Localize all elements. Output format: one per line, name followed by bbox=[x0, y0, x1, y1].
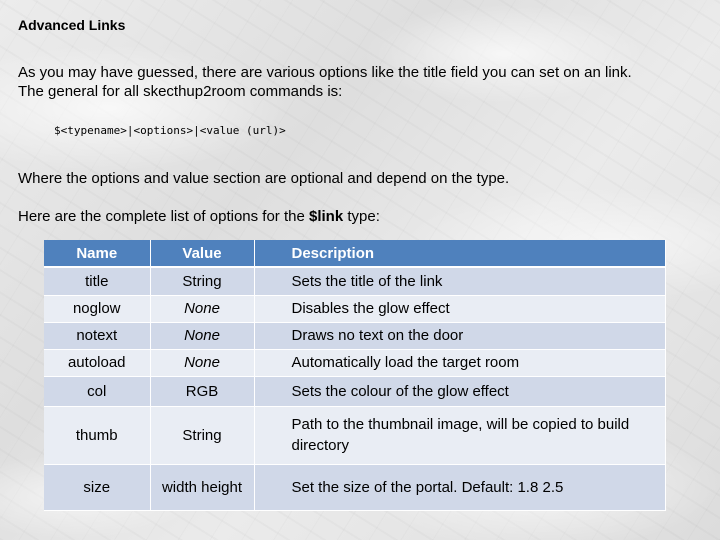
option-value: String bbox=[150, 406, 255, 465]
header-value: Value bbox=[150, 240, 255, 268]
intro-line-2: The general for all skecthup2room comman… bbox=[18, 83, 343, 100]
table-row: thumb String Path to the thumbnail image… bbox=[44, 406, 666, 465]
option-description: Draws no text on the door bbox=[254, 322, 666, 350]
option-value: width height bbox=[150, 464, 255, 511]
option-description: Path to the thumbnail image, will be cop… bbox=[254, 406, 666, 465]
option-description: Set the size of the portal. Default: 1.8… bbox=[254, 464, 666, 511]
option-value: None bbox=[150, 349, 255, 377]
table-row: title String Sets the title of the link bbox=[44, 267, 666, 296]
option-name: col bbox=[44, 376, 151, 407]
list-intro-suffix: type: bbox=[343, 208, 380, 225]
table-row: notext None Draws no text on the door bbox=[44, 322, 666, 350]
header-description: Description bbox=[254, 240, 666, 268]
command-syntax: $<typename>|<options>|<value (url)> bbox=[54, 124, 286, 137]
list-intro-prefix: Here are the complete list of options fo… bbox=[18, 208, 309, 225]
table-header-row: Name Value Description bbox=[44, 240, 666, 268]
option-description: Sets the title of the link bbox=[254, 267, 666, 296]
table-row: size width height Set the size of the po… bbox=[44, 464, 666, 511]
option-description: Disables the glow effect bbox=[254, 295, 666, 323]
list-intro-keyword: $link bbox=[308, 208, 344, 225]
table-row: noglow None Disables the glow effect bbox=[44, 295, 666, 323]
option-name: noglow bbox=[44, 295, 151, 323]
option-value: RGB bbox=[150, 376, 255, 407]
section-heading: Advanced Links bbox=[18, 17, 126, 33]
intro-line-1: As you may have guessed, there are vario… bbox=[18, 64, 632, 81]
option-description: Automatically load the target room bbox=[254, 349, 666, 377]
intro-paragraph: As you may have guessed, there are vario… bbox=[18, 63, 632, 101]
option-value: None bbox=[150, 322, 255, 350]
table-row: autoload None Automatically load the tar… bbox=[44, 349, 666, 377]
list-intro: Here are the complete list of options fo… bbox=[18, 207, 380, 226]
option-name: thumb bbox=[44, 406, 151, 465]
option-name: size bbox=[44, 464, 151, 511]
option-value: None bbox=[150, 295, 255, 323]
options-table: Name Value Description title String Sets… bbox=[44, 240, 666, 511]
option-name: notext bbox=[44, 322, 151, 350]
option-name: title bbox=[44, 267, 151, 296]
header-name: Name bbox=[44, 240, 151, 268]
table-row: col RGB Sets the colour of the glow effe… bbox=[44, 376, 666, 407]
option-name: autoload bbox=[44, 349, 151, 377]
option-description: Sets the colour of the glow effect bbox=[254, 376, 666, 407]
option-value: String bbox=[150, 267, 255, 296]
optional-note: Where the options and value section are … bbox=[18, 170, 510, 187]
